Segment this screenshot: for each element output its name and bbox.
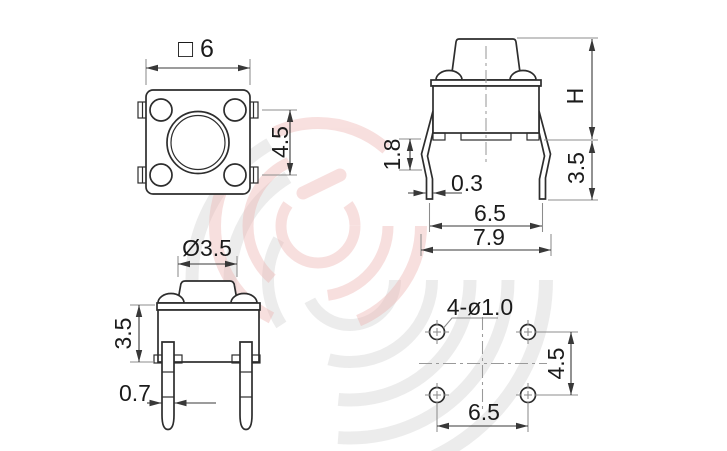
dim-label-dia-3-5: Ø3.5	[182, 235, 232, 261]
watermark-pink-ring	[209, 117, 427, 335]
leg-right-bent	[538, 110, 552, 200]
plunger-side	[450, 38, 522, 81]
leg-left-straight	[161, 341, 175, 431]
corner-contact-dome	[149, 163, 173, 187]
plunger-outer-circle	[166, 110, 230, 175]
watermark-gray-ring	[147, 77, 553, 451]
watermark-logo	[147, 77, 553, 451]
dim-body-square-size: □ 6	[145, 35, 251, 85]
dim-label-3-5: 3.5	[563, 152, 589, 184]
dim-label-4-5: 4.5	[543, 348, 569, 380]
dim-plunger-diameter: Ø3.5	[177, 235, 238, 277]
corner-contact-dome	[149, 98, 173, 122]
shoulder-dome-right	[230, 292, 258, 304]
dim-hole-pitch-horizontal: 6.5	[436, 399, 529, 432]
watermark-pink-ring	[242, 150, 394, 302]
watermark-gray-ring	[262, 192, 438, 368]
dim-tab-pitch: 4.5	[262, 109, 297, 176]
pcb-hole-top-left	[425, 320, 449, 344]
leg-right-straight	[239, 341, 253, 431]
leader-line	[443, 317, 498, 329]
dim-label-6-5: 6.5	[474, 200, 506, 226]
cover-plate-front	[156, 302, 261, 311]
pcb-hole-bottom-right	[516, 383, 540, 407]
watermark-gray-ring	[185, 115, 515, 445]
pcb-hole-bottom-left	[425, 383, 449, 407]
standoff-foot	[460, 132, 512, 141]
side-view: H 3.5 1.8 0.3 6.5	[379, 37, 598, 256]
dim-label-7-9: 7.9	[473, 224, 505, 250]
dim-lead-span: 7.9	[420, 224, 552, 256]
leg-left-bent	[420, 110, 434, 200]
watermark-power-ring	[275, 183, 361, 269]
corner-contact-dome	[223, 98, 247, 122]
dim-lead-thickness: 0.3	[408, 170, 483, 197]
dim-label-1-8: 1.8	[379, 139, 405, 171]
pcb-hole-top-right	[516, 320, 540, 344]
top-view: □ 6 4.5	[137, 35, 297, 195]
standoff-foot	[526, 132, 540, 141]
shoulder-dome-left	[435, 69, 463, 81]
watermark-gray-ring	[223, 153, 477, 407]
corner-contact-dome	[223, 163, 247, 187]
standoff-foot	[432, 132, 446, 141]
dim-label-3-5: 3.5	[110, 318, 136, 350]
switch-body-top	[145, 89, 251, 195]
dim-label-0-3: 0.3	[451, 170, 483, 196]
dim-label-6-5: 6.5	[468, 399, 500, 425]
dim-label-H: H	[562, 88, 588, 105]
dim-lead-length: 3.5	[548, 141, 598, 201]
shoulder-dome-right	[509, 69, 537, 81]
dim-standoff-height: 1.8	[379, 138, 422, 171]
watermark-power-symbol	[209, 117, 427, 335]
plunger-front	[176, 280, 239, 304]
dim-body-height: 3.5	[110, 304, 155, 363]
dim-lead-width: 0.7	[119, 380, 216, 407]
shoulder-dome-left	[157, 292, 185, 304]
watermark-gray-ring	[299, 229, 401, 331]
watermark-power-dash	[296, 168, 347, 200]
dim-label-square-6: □ 6	[178, 35, 214, 63]
pcb-layout-view: 4-ø1.0 4.5 6.5	[419, 294, 578, 432]
front-view: Ø3.5 3.5 0.7	[110, 235, 261, 431]
plunger-inner-circle	[170, 114, 226, 171]
dim-label-0-7: 0.7	[119, 380, 151, 406]
dim-lead-spacing: 6.5	[428, 200, 544, 232]
dim-total-height: H	[517, 37, 598, 141]
dim-label-4-dia-1-0: 4-ø1.0	[447, 294, 513, 320]
dim-hole-pitch-vertical: 4.5	[539, 331, 578, 396]
hole-callout: 4-ø1.0	[443, 294, 513, 329]
dim-label-4-5: 4.5	[267, 126, 293, 158]
watermark-gray-swirl	[147, 77, 553, 451]
